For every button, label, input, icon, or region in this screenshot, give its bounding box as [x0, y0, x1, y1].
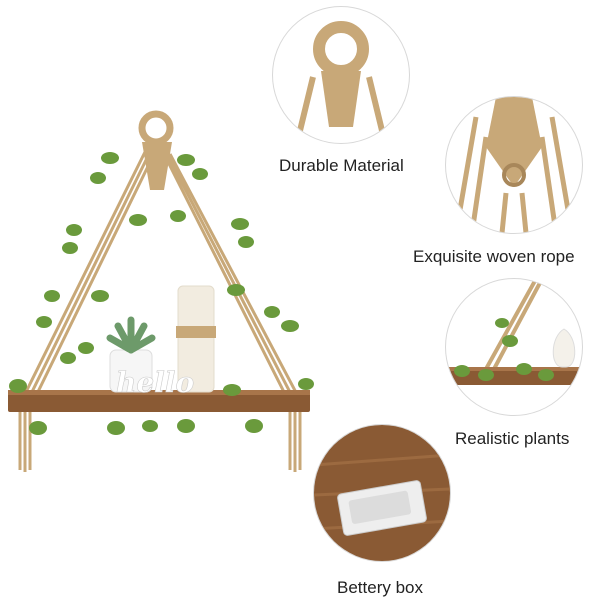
hello-sign: hello: [116, 366, 194, 399]
detail-circle-woven-rope: [445, 96, 583, 234]
hanging-shelf-illustration: hello: [8, 110, 314, 472]
caption-realistic-plants: Realistic plants: [455, 429, 570, 448]
caption-battery-box: Bettery box: [337, 578, 423, 597]
rope-tail-right: [288, 410, 302, 472]
succulent: [106, 316, 156, 354]
detail-circle-durable-material: [272, 6, 410, 144]
detail-circle-realistic-plants: [445, 278, 583, 416]
battery-box-closeup-icon: [314, 425, 450, 561]
rope-tail-left: [18, 410, 32, 472]
candle-twine: [176, 326, 216, 338]
ivy-vines: [9, 152, 314, 435]
rope-ring-closeup-icon: [294, 21, 388, 143]
shelf-plant-closeup-icon: [446, 279, 582, 385]
hanging-ring: [138, 110, 174, 146]
caption-woven-rope: Exquisite woven rope: [413, 247, 575, 266]
wood-shelf-top: [8, 390, 310, 395]
woven-knot-closeup-icon: [453, 97, 575, 233]
detail-circle-battery-box: [313, 424, 451, 562]
rope-left: [20, 149, 156, 401]
candle: [177, 285, 215, 393]
rope-right: [160, 149, 302, 401]
main-product-image: hello: [0, 100, 330, 490]
caption-durable-material: Durable Material: [279, 156, 404, 175]
